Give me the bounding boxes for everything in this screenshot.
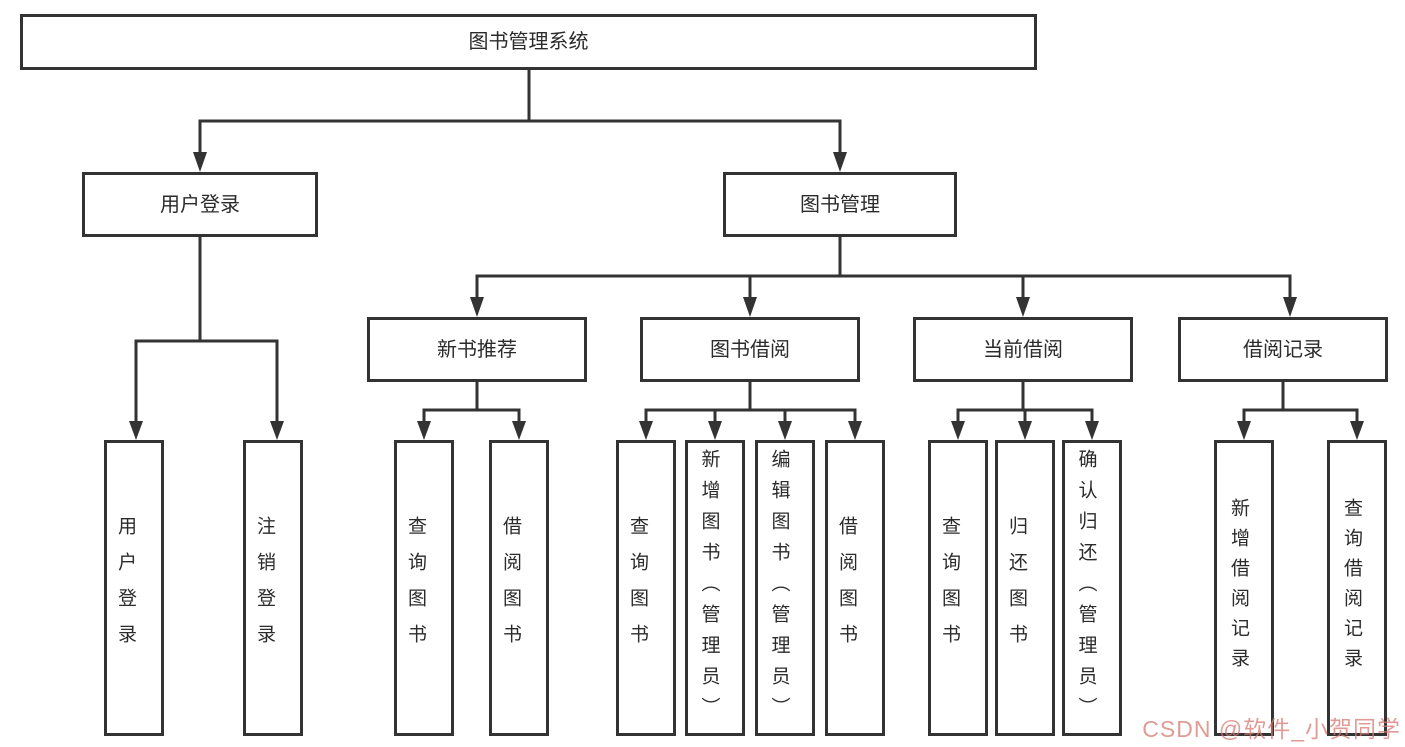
node-root-label: 图书管理系统: [468, 31, 589, 53]
leaf-cb-confirm-return-admin: 确认归还（管理员）: [1062, 440, 1122, 736]
node-user-login: 用户登录: [82, 172, 318, 237]
leaf-bb-query-books: 查询图书: [616, 440, 676, 736]
leaf-nb-borrow-books: 借阅图书: [489, 440, 549, 736]
node-current-borrow: 当前借阅: [913, 317, 1133, 382]
leaf-br-query-record-label: 查询借阅记录: [1341, 498, 1362, 678]
node-root: 图书管理系统: [20, 14, 1037, 70]
leaf-bb-query-books-label: 查询图书: [627, 516, 648, 660]
leaf-bb-edit-books-admin: 编辑图书（管理员）: [755, 440, 815, 736]
leaf-br-add-record-label: 新增借阅记录: [1228, 498, 1249, 678]
leaf-cb-query-books: 查询图书: [928, 440, 988, 736]
leaf-bb-borrow-books: 借阅图书: [825, 440, 885, 736]
leaf-bb-borrow-books-label: 借阅图书: [836, 516, 857, 660]
leaf-nb-borrow-books-label: 借阅图书: [500, 516, 521, 660]
node-book-borrow: 图书借阅: [640, 317, 860, 382]
node-user-login-label: 用户登录: [160, 193, 240, 216]
node-book-management-label: 图书管理: [800, 193, 880, 216]
leaf-user-login-label: 用户登录: [115, 516, 136, 660]
node-new-book-recommend: 新书推荐: [367, 317, 587, 382]
node-book-borrow-label: 图书借阅: [710, 338, 790, 361]
node-book-management: 图书管理: [723, 172, 957, 237]
leaf-br-query-record: 查询借阅记录: [1327, 440, 1387, 736]
leaf-logout: 注销登录: [243, 440, 303, 736]
arrowheads: [129, 152, 1364, 440]
leaf-bb-edit-books-admin-label: 编辑图书（管理员）: [768, 448, 790, 728]
node-current-borrow-label: 当前借阅: [983, 338, 1063, 361]
leaf-user-login: 用户登录: [104, 440, 164, 736]
leaf-cb-return-books: 归还图书: [995, 440, 1055, 736]
leaf-cb-query-books-label: 查询图书: [939, 516, 960, 660]
leaf-logout-label: 注销登录: [254, 516, 275, 660]
leaf-nb-query-books: 查询图书: [394, 440, 454, 736]
leaf-cb-return-books-label: 归还图书: [1006, 516, 1027, 660]
leaf-br-add-record: 新增借阅记录: [1214, 440, 1274, 736]
csdn-watermark: CSDN @软件_小贺同学: [1142, 716, 1401, 742]
leaf-cb-confirm-return-admin-label: 确认归还（管理员）: [1075, 448, 1097, 728]
leaf-nb-query-books-label: 查询图书: [405, 516, 426, 660]
leaf-bb-add-books-admin-label: 新增图书（管理员）: [698, 448, 720, 728]
node-new-book-recommend-label: 新书推荐: [437, 338, 517, 361]
node-borrow-records: 借阅记录: [1178, 317, 1388, 382]
node-borrow-records-label: 借阅记录: [1243, 338, 1323, 361]
leaf-bb-add-books-admin: 新增图书（管理员）: [685, 440, 745, 736]
